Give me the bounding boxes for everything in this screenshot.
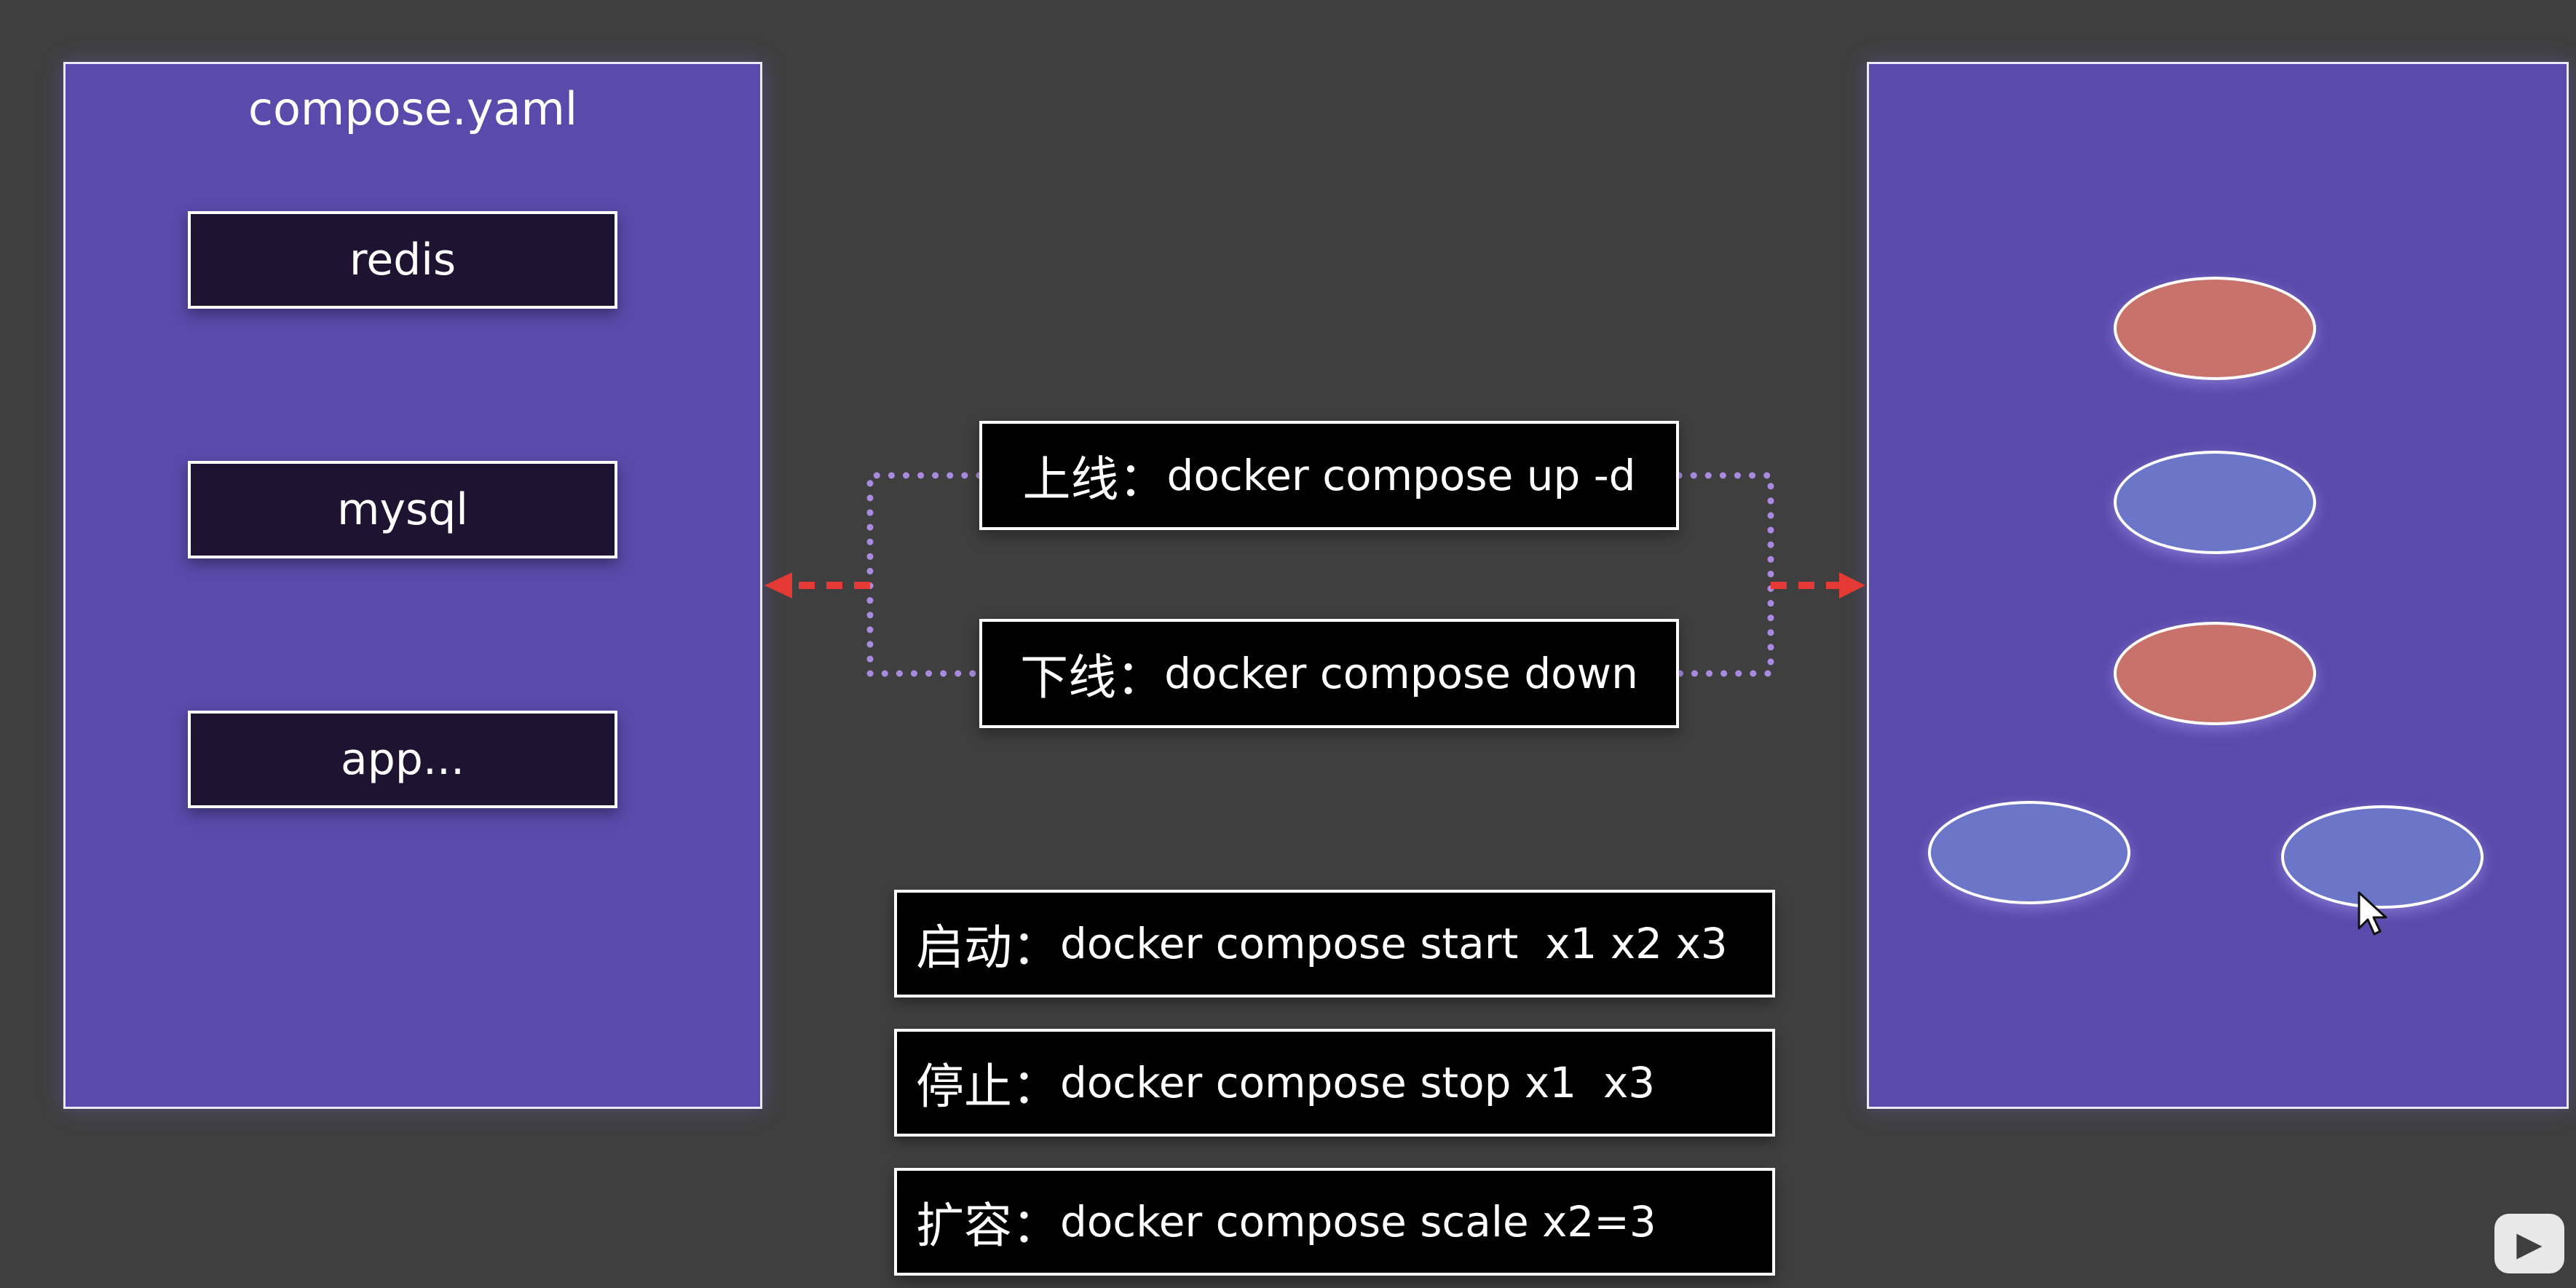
command-stop-box: 停止： docker compose stop x1 x3 (894, 1029, 1775, 1137)
container-oval-1 (2114, 277, 2316, 380)
service-box-mysql: mysql (188, 461, 617, 558)
command-scale-box: 扩容： docker compose scale x2=3 (894, 1168, 1775, 1276)
play-tv-icon: ▶ (2494, 1214, 2564, 1273)
arrow-head-right (1839, 572, 1865, 598)
container-oval-3 (2114, 622, 2316, 725)
command-scale-label: 扩容： (916, 1198, 1060, 1254)
command-up-box: 上线： docker compose up -d (979, 421, 1679, 530)
service-box-app: app... (188, 711, 617, 808)
command-down-text: docker compose down (1164, 649, 1638, 698)
container-oval-5 (2281, 805, 2484, 909)
container-oval-4 (1928, 801, 2130, 904)
container-oval-2 (2114, 451, 2316, 554)
command-up-text: docker compose up -d (1166, 451, 1636, 500)
arrow-head-left (764, 572, 792, 598)
right-dotted-bracket (1675, 472, 1774, 677)
command-up-label: 上线： (1022, 451, 1167, 507)
command-down-label: 下线： (1020, 649, 1165, 706)
left-dotted-bracket (866, 472, 983, 677)
command-down-box: 下线： docker compose down (979, 619, 1679, 728)
command-stop-text: docker compose stop x1 x3 (1060, 1058, 1656, 1107)
command-scale-text: docker compose scale x2=3 (1060, 1197, 1656, 1246)
mouse-cursor-icon (2358, 891, 2387, 936)
service-box-redis: redis (188, 211, 617, 309)
command-start-label: 启动： (916, 920, 1060, 976)
command-start-text: docker compose start x1 x2 x3 (1060, 919, 1728, 968)
compose-file-title: compose.yaml (248, 82, 578, 135)
compose-file-panel: compose.yaml redis mysql app... (63, 62, 762, 1109)
command-stop-label: 停止： (916, 1059, 1060, 1115)
command-start-box: 启动： docker compose start x1 x2 x3 (894, 890, 1775, 997)
running-containers-panel (1867, 62, 2569, 1109)
